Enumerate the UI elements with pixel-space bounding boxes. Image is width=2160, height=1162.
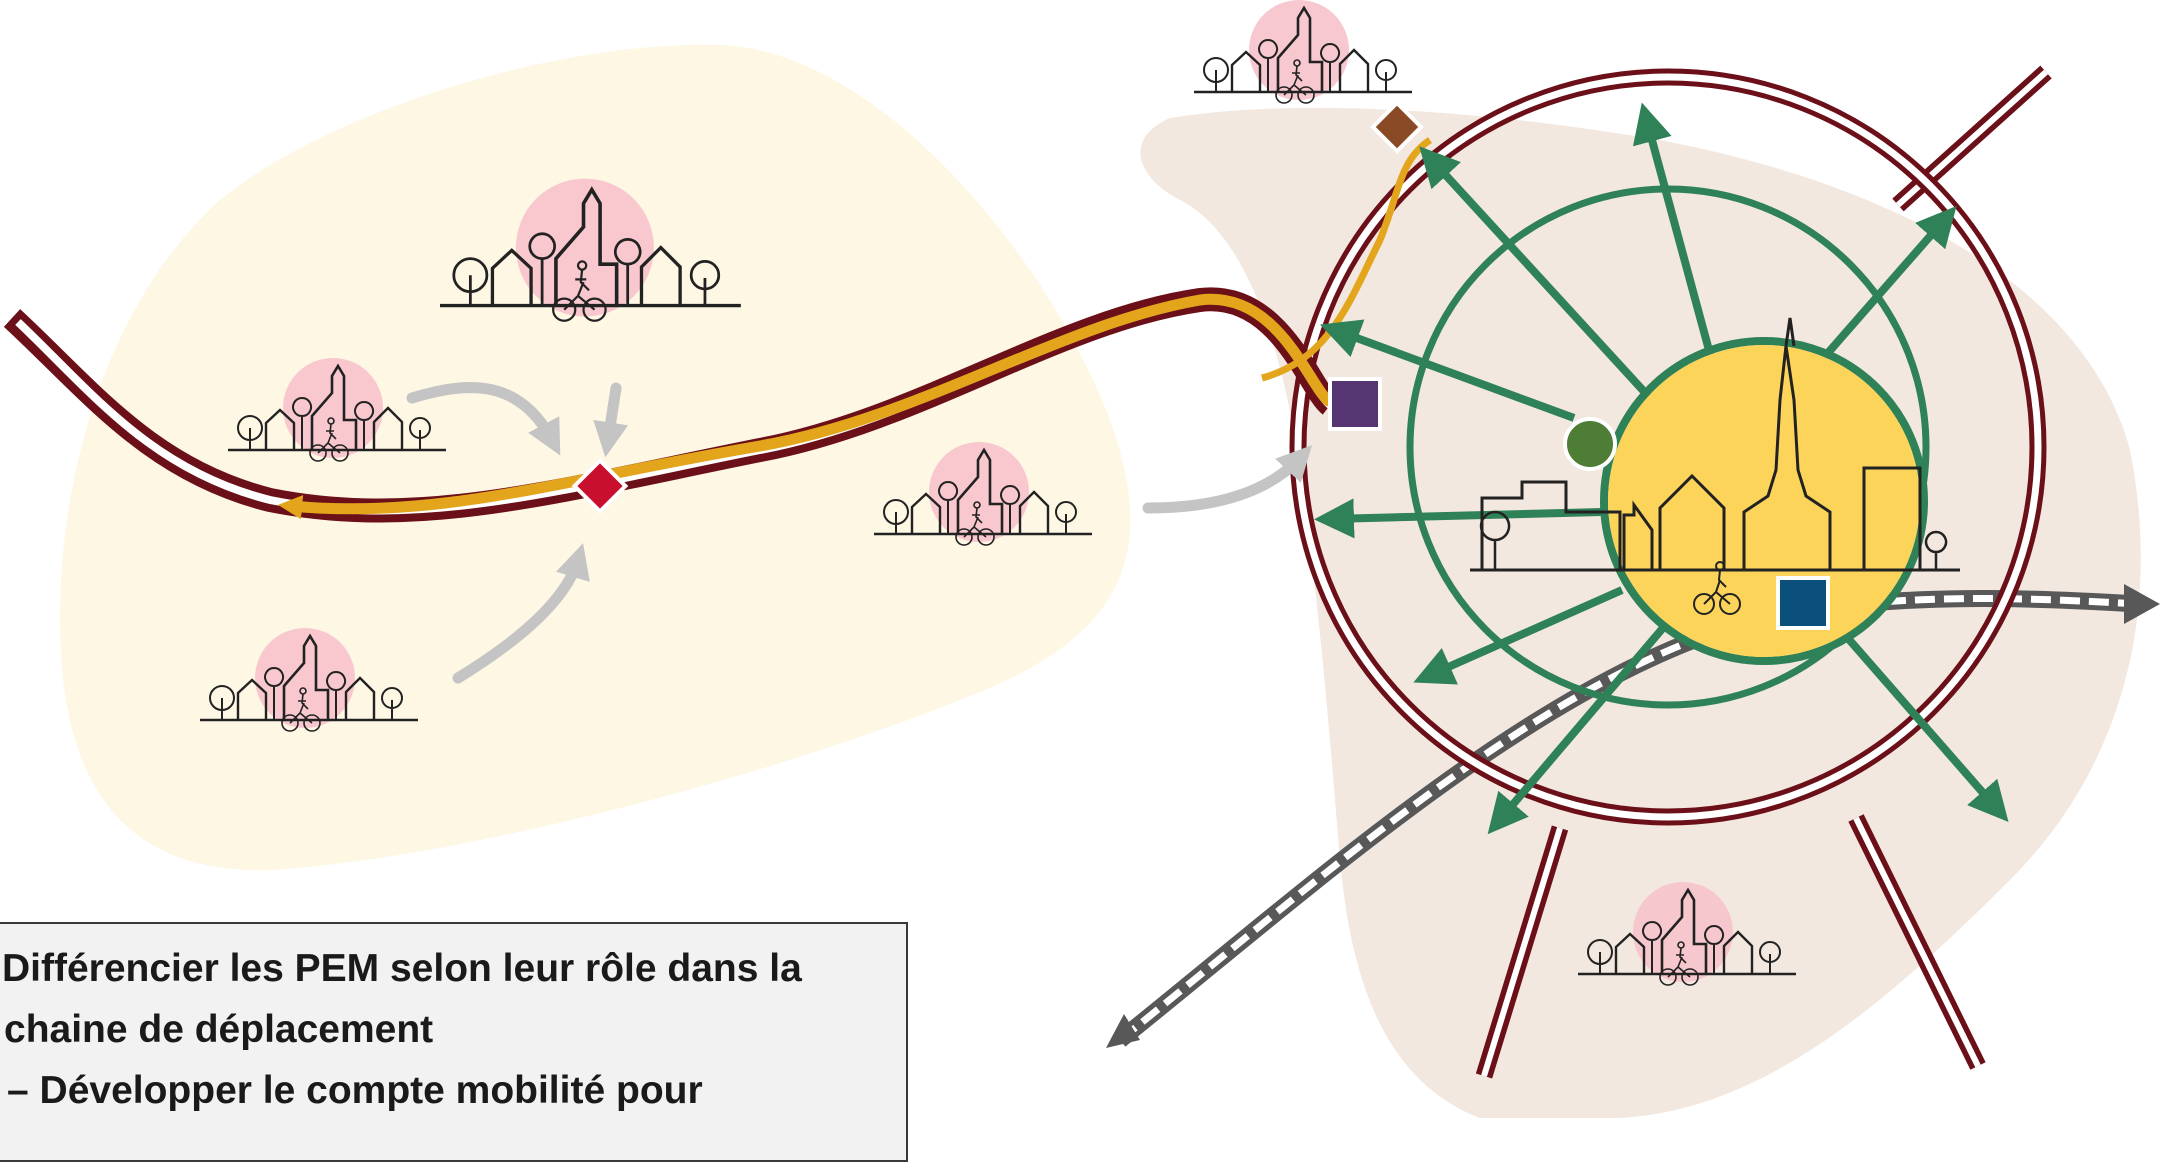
pem-brown-diamond: [1370, 100, 1424, 154]
feeder-arrows: [406, 382, 1313, 684]
caption-box: Différencier les PEM selon leur rôle dan…: [0, 922, 908, 1162]
village-houses-church-icon: [1192, 0, 1414, 105]
feeder-arrow: [593, 382, 629, 458]
green-arrow: [1802, 205, 1957, 381]
bicycle-icon: [1693, 561, 1741, 615]
green-network: [1314, 102, 2009, 835]
town-north: [1192, 0, 1414, 105]
rail-arrow-east-icon: [2124, 584, 2160, 624]
rail-arrow-southwest-icon: [1106, 1014, 1140, 1048]
pem-red-diamond: [571, 457, 629, 515]
pem-purple-square: [1328, 377, 1382, 431]
radial-roads: [1475, 65, 2052, 1079]
main-line-feeder-north: [1261, 137, 1433, 382]
green-arrow: [1319, 319, 1576, 422]
green-arrow: [1632, 102, 1720, 378]
green-arrow: [1419, 146, 1653, 401]
right-territory: [1140, 107, 2141, 1118]
green-arrow: [1413, 586, 1624, 685]
caption-line-1: Différencier les PEM selon leur rôle dan…: [2, 947, 802, 990]
feeder-arrow: [406, 382, 561, 456]
pem-green-circle: [1563, 417, 1617, 471]
green-arrow: [1487, 619, 1672, 835]
caption-line-3: – Développer le compte mobilité pour: [7, 1069, 703, 1112]
feeder-arrow: [452, 543, 590, 684]
green-arrow: [1314, 498, 1603, 539]
green-arrow: [1828, 617, 2009, 823]
mobility-diagram: [3, 0, 2160, 1118]
center-town: [1470, 317, 1960, 657]
caption-line-2: chaine de déplacement: [4, 1008, 434, 1051]
feeder-arrow: [1142, 445, 1313, 514]
pem-blue-square: [1776, 576, 1830, 630]
main-line: [3, 137, 1433, 523]
